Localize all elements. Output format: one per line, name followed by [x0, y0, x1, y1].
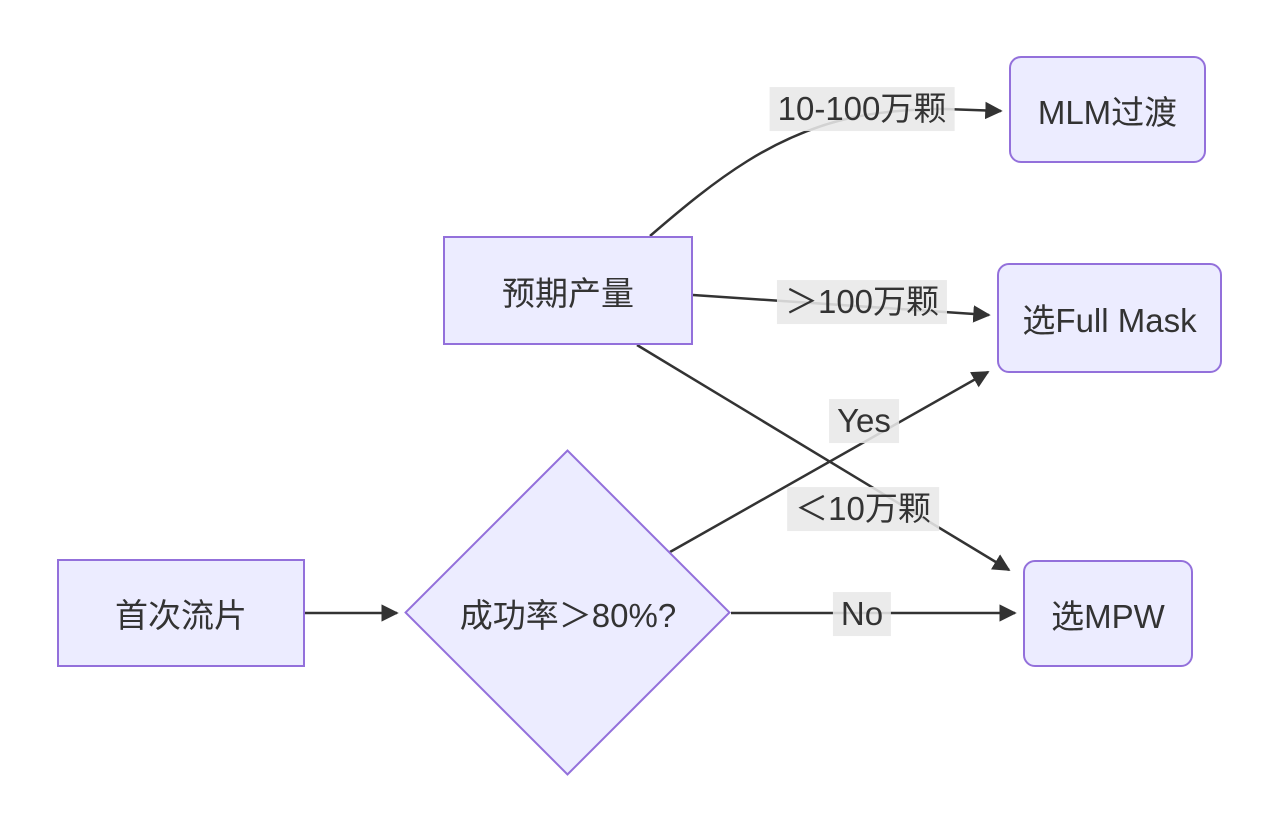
edge-label-gt-100: ＞100万颗: [776, 280, 948, 324]
node-expected-yield: 预期产量: [443, 236, 693, 345]
node-full-mask: 选Full Mask: [997, 263, 1222, 373]
node-mpw-label: 选MPW: [1051, 597, 1165, 635]
node-mlm-transition-label: MLM过渡: [1037, 93, 1178, 131]
node-first-tapeout: 首次流片: [57, 559, 305, 667]
edge-label-lt-10: ＜10万颗: [787, 487, 939, 531]
edge-label-no: No: [832, 592, 892, 636]
node-mpw: 选MPW: [1023, 560, 1193, 667]
edge-expected-yield-to-mpw: [636, 343, 1011, 572]
node-expected-yield-label: 预期产量: [502, 274, 634, 312]
node-first-tapeout-label: 首次流片: [115, 597, 247, 634]
edge-label-yes: Yes: [829, 399, 899, 443]
node-full-mask-label: 选Full Mask: [1022, 302, 1197, 339]
node-success-rate-label: 成功率＞80%?: [459, 597, 677, 634]
edge-label-10-100: 10-100万颗: [769, 87, 955, 131]
node-mlm-transition: MLM过渡: [1009, 56, 1206, 163]
